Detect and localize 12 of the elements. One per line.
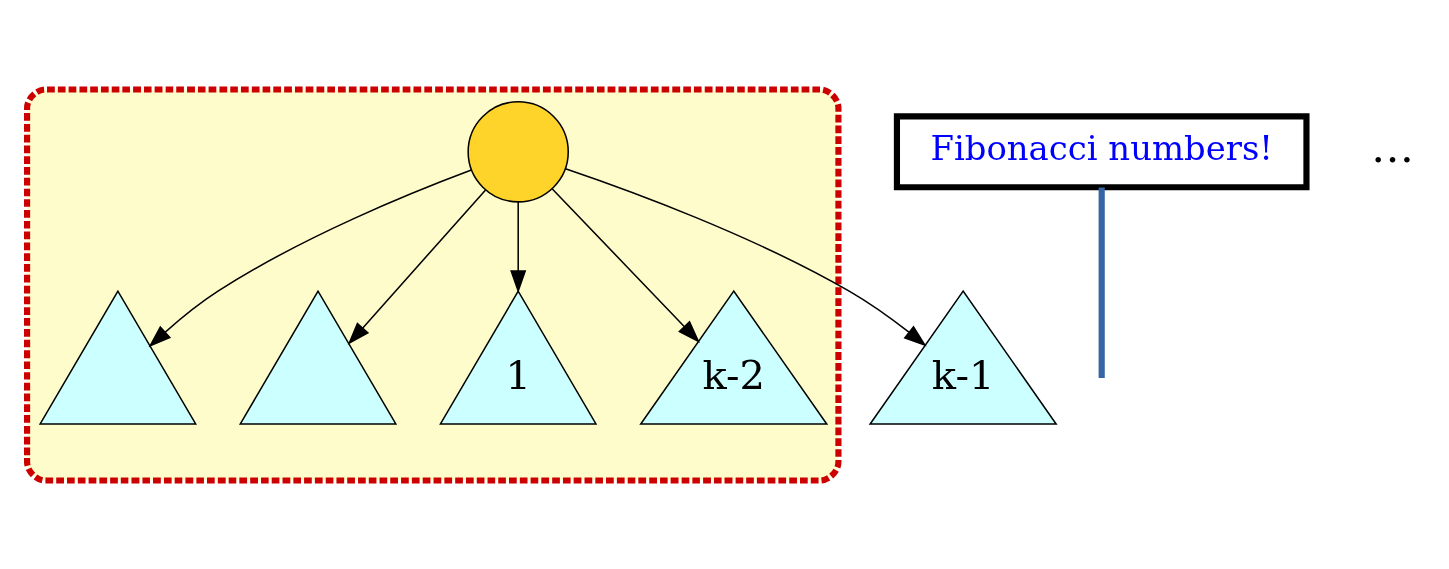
arrow — [347, 188, 487, 345]
node-box: Fibonacci numbers! — [893, 112, 1310, 190]
label: … — [1371, 121, 1415, 172]
arrow — [510, 200, 527, 293]
node-circle — [467, 100, 569, 203]
cluster — [24, 85, 842, 484]
node-triangle — [238, 289, 398, 425]
node-triangle — [38, 289, 197, 425]
arrow — [148, 168, 473, 347]
arrow — [551, 187, 700, 343]
arrow — [564, 167, 927, 346]
connector — [1098, 187, 1105, 378]
